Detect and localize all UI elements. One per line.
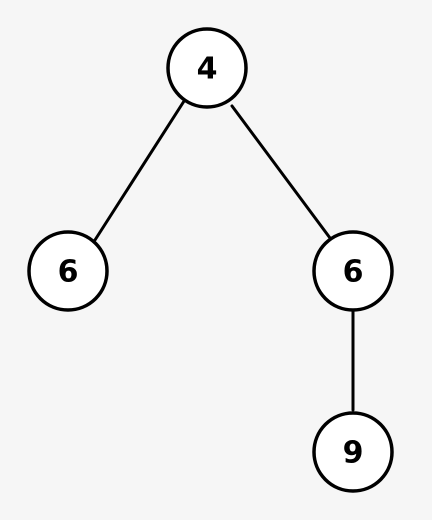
node-circle [27, 230, 109, 312]
node-circle [312, 230, 394, 312]
node-label: 9 [343, 436, 364, 471]
node-circle [166, 27, 248, 109]
tree-node-root: 4 [166, 27, 248, 109]
tree-node-left: 6 [27, 230, 109, 312]
edge-root-left [93, 96, 188, 242]
node-label: 6 [343, 255, 364, 290]
node-label: 4 [197, 52, 218, 87]
edge-root-right [230, 104, 332, 240]
node-circle [312, 411, 394, 493]
tree-node-right: 6 [312, 230, 394, 312]
tree-node-right-child: 9 [312, 411, 394, 493]
node-label: 6 [58, 255, 79, 290]
